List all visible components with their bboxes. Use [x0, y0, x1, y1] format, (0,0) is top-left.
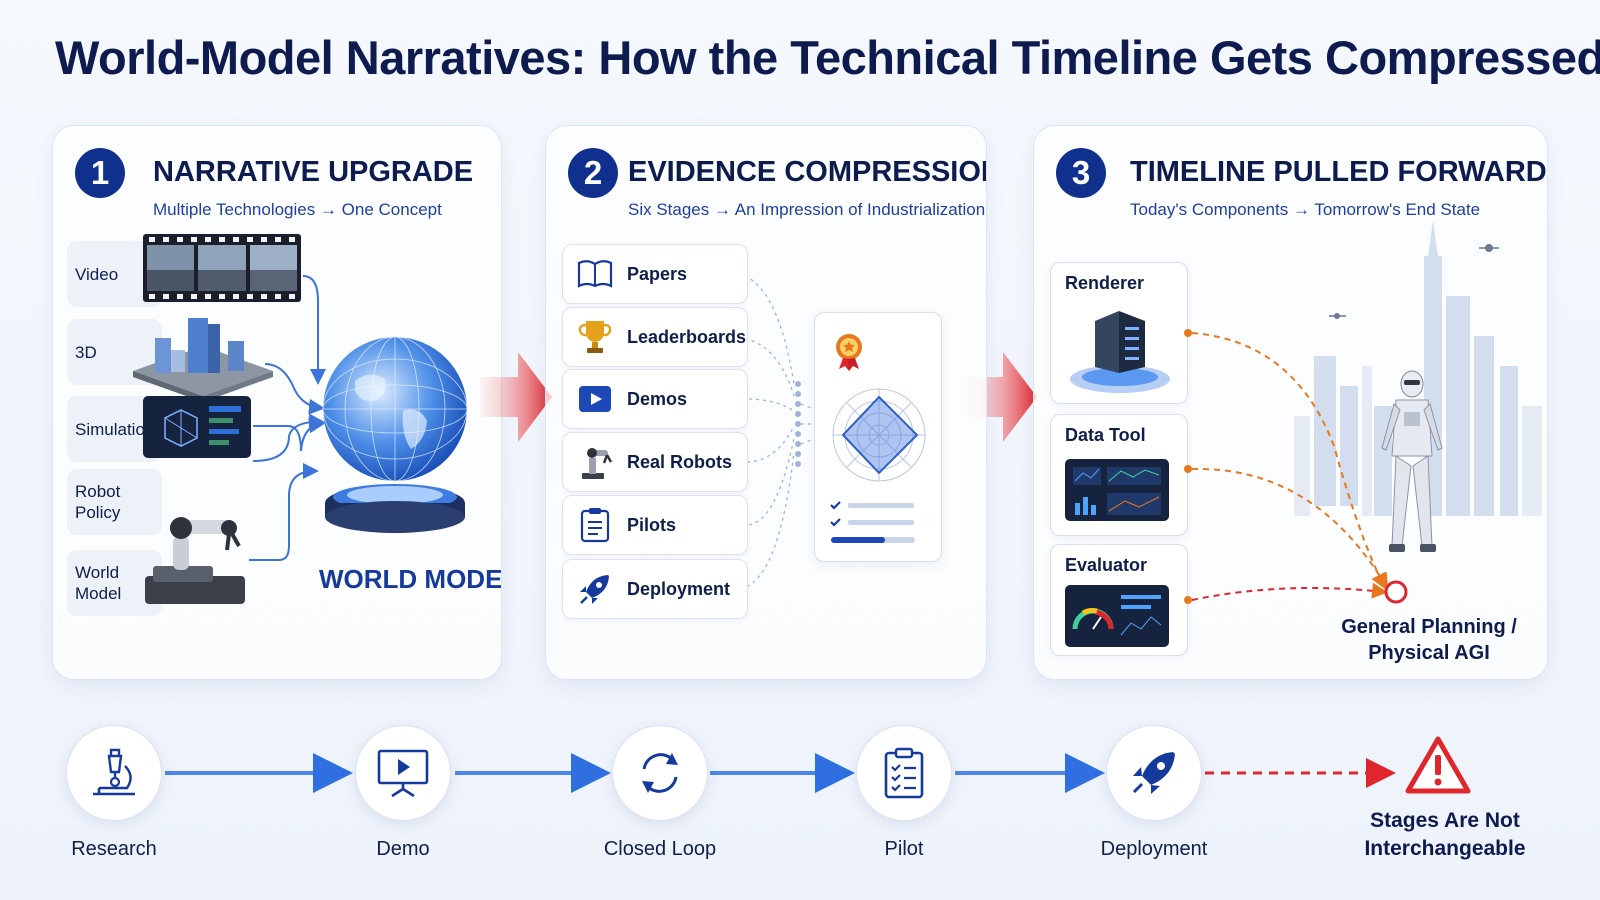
timeline-step-closed-loop: [612, 725, 708, 821]
rocket-icon: [1132, 752, 1175, 794]
component-data-tool: Data Tool: [1050, 414, 1188, 536]
award-radar-card-icon: [830, 334, 926, 543]
panel-title: TIMELINE PULLED FORWARD: [1130, 156, 1547, 188]
stage-papers: Papers: [562, 244, 748, 304]
timeline-label: Demo: [376, 838, 430, 860]
timeline-label: Pilot: [884, 838, 924, 860]
panel-number-badge: 1: [75, 148, 125, 198]
dashboard-icon: [1065, 459, 1169, 521]
clipboard-icon: [575, 505, 615, 545]
panel-subtitle: Multiple Technologies → One Concept: [153, 200, 442, 219]
trophy-icon: [575, 317, 615, 357]
timeline-label: Closed Loop: [603, 838, 717, 860]
page-title: World-Model Narratives: How the Technica…: [55, 31, 1600, 84]
globe-hologram-icon: [322, 336, 468, 533]
timeline-step-deployment: [1106, 725, 1202, 821]
timeline-step-pilot: [856, 725, 952, 821]
panel-subtitle: Today's Components → Tomorrow's End Stat…: [1130, 200, 1481, 219]
microscope-icon: [93, 748, 135, 796]
panel-transition-arrow-2: [965, 352, 1037, 442]
impression-card: [814, 312, 942, 562]
warning-label: Stages Are Not Interchangeable: [1364, 809, 1526, 860]
warning-icon: [1405, 736, 1471, 794]
timeline-step-research: [66, 725, 162, 821]
play-icon: [575, 379, 615, 419]
component-evaluator: Evaluator: [1050, 544, 1188, 656]
timeline-label: Research: [71, 838, 157, 860]
source-robot-policy: Robot Policy: [67, 469, 162, 535]
robot-arm-icon: [145, 517, 245, 604]
server-icon: [1070, 311, 1170, 393]
stage-demos: Demos: [562, 369, 748, 429]
panel-evidence-compression: 2 EVIDENCE COMPRESSION Six Stages → An I…: [545, 125, 987, 680]
merge-arrows: [249, 275, 326, 561]
robot-arm-icon: [575, 442, 615, 482]
book-icon: [575, 254, 615, 294]
panel-subtitle: Six Stages → An Impression of Industrial…: [628, 200, 986, 219]
panel-narrative-upgrade: 1 NARRATIVE UPGRADE Multiple Technologie…: [52, 125, 502, 680]
timeline-step-demo: [355, 725, 451, 821]
timeline-label: Deployment: [1100, 838, 1208, 860]
forward-arrows: [1184, 329, 1408, 604]
simulation-screen-icon: [143, 396, 251, 458]
panel-title: NARRATIVE UPGRADE: [153, 156, 474, 188]
stage-pilots: Pilots: [562, 495, 748, 555]
goal-label: General Planning / Physical AGI: [1341, 616, 1517, 664]
stage-leaderboards: Leaderboards: [562, 307, 748, 367]
presentation-icon: [377, 749, 429, 798]
panel-transition-arrow-1: [480, 352, 552, 442]
humanoid-robot-city-icon: [1294, 221, 1542, 552]
component-renderer: Renderer: [1050, 262, 1188, 404]
panel-number-badge: 3: [1056, 148, 1106, 198]
clipboard-icon: [884, 747, 924, 799]
panel-timeline-pulled-forward: 3 TIMELINE PULLED FORWARD Today's Compon…: [1033, 125, 1548, 680]
panel-title: EVIDENCE COMPRESSION: [628, 156, 987, 188]
goal-target-icon: [1384, 580, 1408, 604]
city-model-icon: [133, 318, 273, 402]
cycle-icon: [642, 753, 678, 793]
rocket-icon: [575, 569, 615, 609]
world-model-label: WORLD MODEL: [319, 564, 502, 594]
film-strip-icon: [143, 234, 301, 302]
stage-deployment: Deployment: [562, 559, 748, 619]
panel-number-badge: 2: [568, 148, 618, 198]
gauge-dashboard-icon: [1065, 585, 1169, 647]
stage-real-robots: Real Robots: [562, 432, 748, 492]
